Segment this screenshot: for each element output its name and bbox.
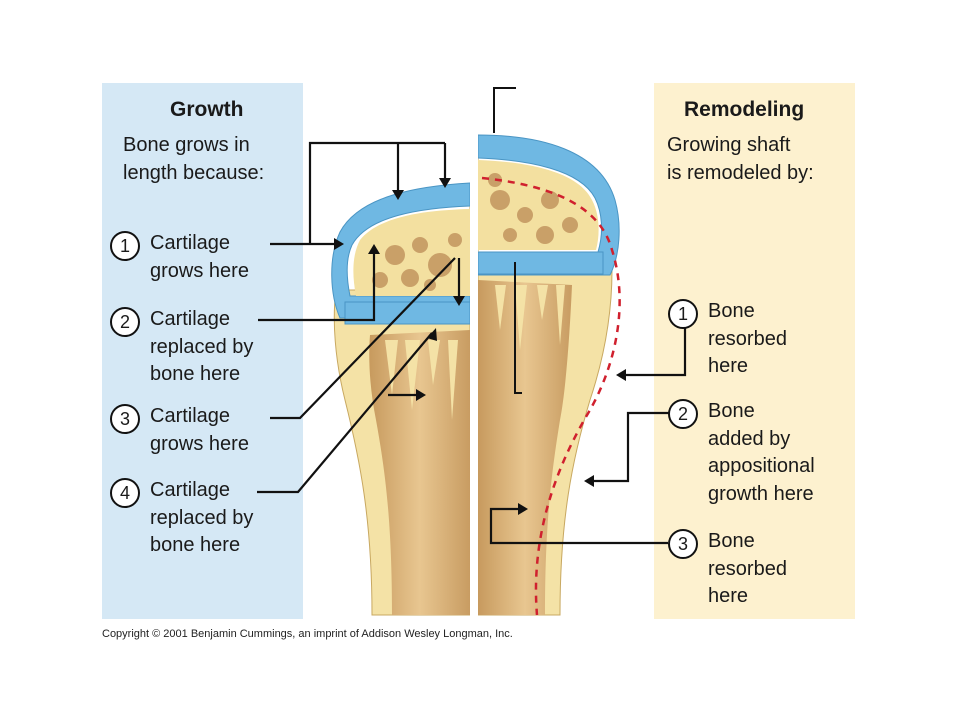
remodel-text-2: Bone added by appositional growth here	[708, 400, 815, 505]
remodel-arrowheads	[518, 369, 626, 515]
growth-text-1: Cartilage grows here	[150, 232, 249, 282]
plate-bracket	[514, 262, 522, 394]
left-spongy-fingers	[385, 340, 458, 420]
left-medullary-shaft	[369, 330, 470, 615]
growth-title: Growth	[170, 98, 244, 121]
remodeling-title: Remodeling	[684, 98, 805, 121]
right-epiphyseal-plate	[477, 251, 604, 275]
growth-arrowheads	[334, 178, 465, 401]
growth-number-1: 1	[110, 231, 140, 261]
remodel-callout-1: 1 Bone resorbed here	[668, 298, 787, 381]
remodel-callout-3: 3 Bone resorbed here	[668, 528, 787, 611]
remodeling-subtitle: Growing shaft is remodeled by:	[667, 134, 814, 184]
growth-panel	[102, 83, 303, 619]
remodel-number-2: 2	[668, 399, 698, 429]
right-bone-half	[477, 134, 621, 616]
right-medullary-shaft	[478, 280, 572, 615]
growth-arrows	[257, 141, 461, 494]
right-articular-cartilage	[477, 134, 620, 276]
top-bracket	[493, 87, 516, 133]
remodel-text-1: Bone resorbed here	[708, 300, 787, 377]
growth-callout-2: 2 Cartilage replaced by bone here	[110, 306, 253, 389]
growth-callout-1: 1 Cartilage grows here	[110, 230, 249, 285]
left-bone-half	[331, 182, 471, 616]
right-trabeculae	[488, 173, 578, 244]
growth-subtitle: Bone grows in length because:	[123, 134, 265, 184]
remodel-number-3: 3	[668, 529, 698, 559]
growth-text-4: Cartilage replaced by bone here	[150, 479, 254, 556]
growth-number-2: 2	[110, 307, 140, 337]
right-spongy-fingers	[495, 285, 565, 350]
growth-text-2: Cartilage replaced by bone here	[150, 308, 254, 385]
center-split	[470, 83, 478, 623]
growth-callout-3: 3 Cartilage grows here	[110, 403, 249, 458]
growth-number-3: 3	[110, 404, 140, 434]
remodel-callout-2: 2 Bone added by appositional growth here	[668, 398, 815, 508]
growth-callout-4: 4 Cartilage replaced by bone here	[110, 477, 253, 560]
growth-text-3: Cartilage grows here	[150, 405, 249, 455]
remodel-arrows	[489, 327, 687, 545]
remodeling-boundary-line	[481, 176, 621, 616]
growth-number-4: 4	[110, 478, 140, 508]
copyright-notice: Copyright © 2001 Benjamin Cummings, an i…	[102, 628, 513, 640]
remodel-text-3: Bone resorbed here	[708, 530, 787, 607]
remodel-number-1: 1	[668, 299, 698, 329]
